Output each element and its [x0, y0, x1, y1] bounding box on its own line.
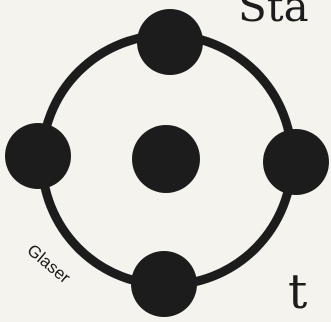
electron-bottom: [131, 251, 197, 317]
text-fragment-top: Sta: [238, 0, 309, 28]
electron-right: [263, 129, 329, 195]
nucleus: [132, 125, 200, 193]
electron-top: [137, 9, 203, 75]
electron-left: [5, 123, 71, 189]
signature-text: Glaser: [23, 241, 74, 288]
text-fragment-bottom: t: [288, 268, 307, 316]
